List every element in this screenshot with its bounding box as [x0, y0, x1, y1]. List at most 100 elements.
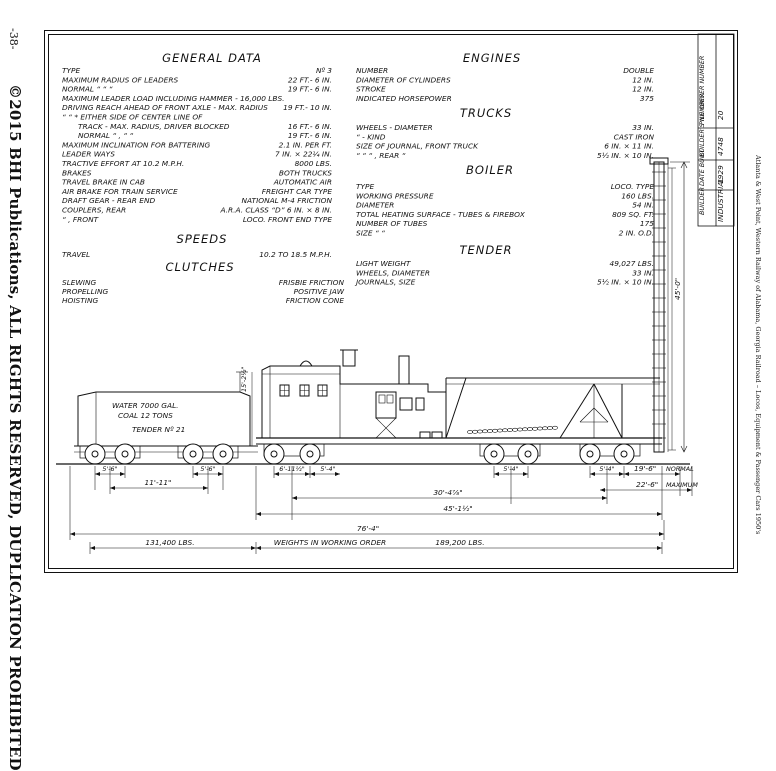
title-block-header: DATE BUILT [698, 148, 706, 186]
general-data-label: TRAVEL BRAKE IN CAB [62, 178, 145, 187]
drawing-frame-outer [44, 30, 738, 573]
mast-height-label: 45'-0" [673, 278, 682, 300]
dimension-arrow [494, 472, 499, 476]
general-data-label: NORMAL “ “ “ [62, 85, 113, 94]
chain-link [537, 426, 543, 431]
tender-coal-text: COAL 12 TONS [118, 411, 173, 420]
drawing-sheet: GENERAL DATA TYPE Nº 3 MAXIMUM RADIUS OF LE… [56, 33, 735, 554]
engines-value: 12 IN. [632, 85, 654, 94]
trucks-value: CAST IRON [614, 132, 655, 141]
general-data-value: 19 FT.- 10 IN. [283, 103, 332, 112]
chain-link [467, 430, 473, 434]
general-data-value: AUTOMATIC AIR [273, 178, 332, 187]
dimension-arrow [218, 472, 223, 476]
general-data-label: BRAKES [62, 168, 92, 177]
chain-link [502, 428, 508, 433]
dimension-arrow [256, 546, 261, 550]
engines-value: 375 [640, 94, 654, 103]
speeds-value: 10.2 TO 18.5 M.P.H. [259, 250, 332, 259]
boiler-value: 175 [640, 219, 654, 228]
dimension-arrow [305, 472, 310, 476]
trucks-heading: TRUCKS [460, 106, 512, 120]
dim-weight-car: 189,200 LBS. [435, 538, 484, 547]
boiler-heading: BOILER [466, 163, 514, 177]
chain-link [532, 426, 538, 431]
title-block-header: BUILDER'S NUMBER [698, 93, 706, 157]
chain-link [512, 427, 518, 432]
engines-heading: ENGINES [463, 51, 521, 65]
title-block-value: INDUSTRIAL [716, 177, 725, 222]
mast-height-dimension [670, 161, 690, 453]
chain-link [472, 429, 478, 434]
general-data-value: 16 FT.- 6 IN. [288, 122, 332, 131]
engines-label: INDICATED HORSEPOWER [356, 94, 452, 103]
trucks-label: WHEELS - DIAMETER [356, 123, 433, 132]
dim-car-centers: 30'-4⅞" [433, 488, 462, 497]
general-data-value: 8000 LBS. [295, 159, 332, 168]
clutches-label: PROPELLING [62, 287, 108, 296]
dimension-arrow [335, 472, 340, 476]
general-data-heading: GENERAL DATA [162, 51, 262, 65]
trucks-value: 6 IN. × 11 IN. [604, 142, 654, 151]
chain-link [552, 425, 558, 430]
trucks-label: SIZE OF JOURNAL, FRONT TRUCK [356, 142, 479, 151]
general-data-value: 19 FT.- 6 IN. [288, 131, 332, 140]
general-data-label: MAXIMUM INCLINATION FOR BATTERING [62, 140, 210, 149]
general-data-value: BOTH TRUCKS [279, 168, 332, 177]
dim-overall: 76'-4" [357, 524, 379, 533]
title-block [697, 33, 735, 227]
general-data-value: 7 IN. × 22¼ IN. [275, 150, 332, 159]
chain-link [522, 427, 528, 432]
spec-tables: GENERAL DATA TYPE Nº 3 MAXIMUM RADIUS OF LE… [61, 51, 654, 305]
chain-link [547, 426, 553, 430]
car-wheel [263, 443, 635, 465]
tender-heading: TENDER [459, 243, 512, 257]
tender-label: WHEELS, DIAMETER [356, 268, 430, 277]
general-data-value: A.R.A. CLASS “D” 6 IN. × 8 IN. [219, 206, 332, 215]
general-data-label: MAXIMUM RADIUS OF LEADERS [62, 75, 178, 84]
dimension-arrows [70, 472, 692, 550]
boiler-value: 54 IN. [632, 201, 654, 210]
dim-tender-truck-left: 5'-6" [102, 465, 117, 473]
dimension-arrow [120, 472, 125, 476]
tender-label: LIGHT WEIGHT [356, 259, 411, 268]
engines-label: STROKE [356, 85, 386, 94]
trucks-label: “ - KIND [356, 132, 386, 141]
general-data-label: MAXIMUM LEADER LOAD INCLUDING HAMMER - 1… [62, 94, 285, 103]
dimension-arrow [251, 546, 256, 550]
title-block-value: 4748 [716, 137, 725, 156]
general-data-value: NATIONAL M-4 FRICTION [242, 196, 333, 205]
boiler-value: 160 LBS. [621, 191, 654, 200]
speeds-label: TRAVEL [62, 250, 90, 259]
dimension-arrow [675, 472, 680, 476]
dim-car-length: 45'-1½" [443, 504, 472, 513]
dim-max-label: MAXIMUM [666, 481, 698, 489]
dim-reach-normal: 19'-6" [634, 464, 656, 473]
engines-label: DIAMETER OF CYLINDERS [356, 75, 451, 84]
boiler-label: TYPE [356, 182, 374, 191]
boiler-label: TOTAL HEATING SURFACE - TUBES & FIREBOX [356, 210, 526, 219]
general-data-value: Nº 3 [316, 66, 332, 75]
boiler-value: 809 SQ. FT. [612, 210, 654, 219]
general-data-label: “ “ * EITHER SIDE OF CENTER LINE OF [62, 113, 203, 122]
title-block-header: PILE DRIVER NUMBER [698, 56, 706, 125]
general-data-label: TYPE [62, 66, 80, 75]
tender-value: 49,027 LBS. [610, 259, 654, 268]
general-data-label: NORMAL “ , “ “ [78, 131, 133, 140]
general-data-label: DRIVING REACH AHEAD OF FRONT AXLE - MAX.… [62, 103, 268, 112]
trucks-value: 5½ IN. × 10 IN. [597, 151, 654, 160]
engines-label: NUMBER [356, 66, 388, 75]
dim-tender-truck-right: 5'-6" [200, 465, 215, 473]
boiler-value: LOCO. TYPE [611, 182, 655, 191]
dimension-arrow [657, 512, 662, 516]
leader-mast-bands [652, 171, 666, 439]
dim-weight-label: WEIGHTS IN WORKING ORDER [274, 538, 386, 547]
chain-link [477, 429, 483, 434]
dimension-arrow [70, 532, 75, 536]
title-block-value: 1929 [716, 165, 725, 184]
tender-water-text: WATER 7000 GAL. [112, 401, 179, 410]
tender-value: 5½ IN. × 10 IN. [597, 278, 654, 287]
general-data-label: AIR BRAKE FOR TRAIN SERVICE [61, 187, 178, 196]
dim-weight-tender: 131,400 LBS. [145, 538, 194, 547]
